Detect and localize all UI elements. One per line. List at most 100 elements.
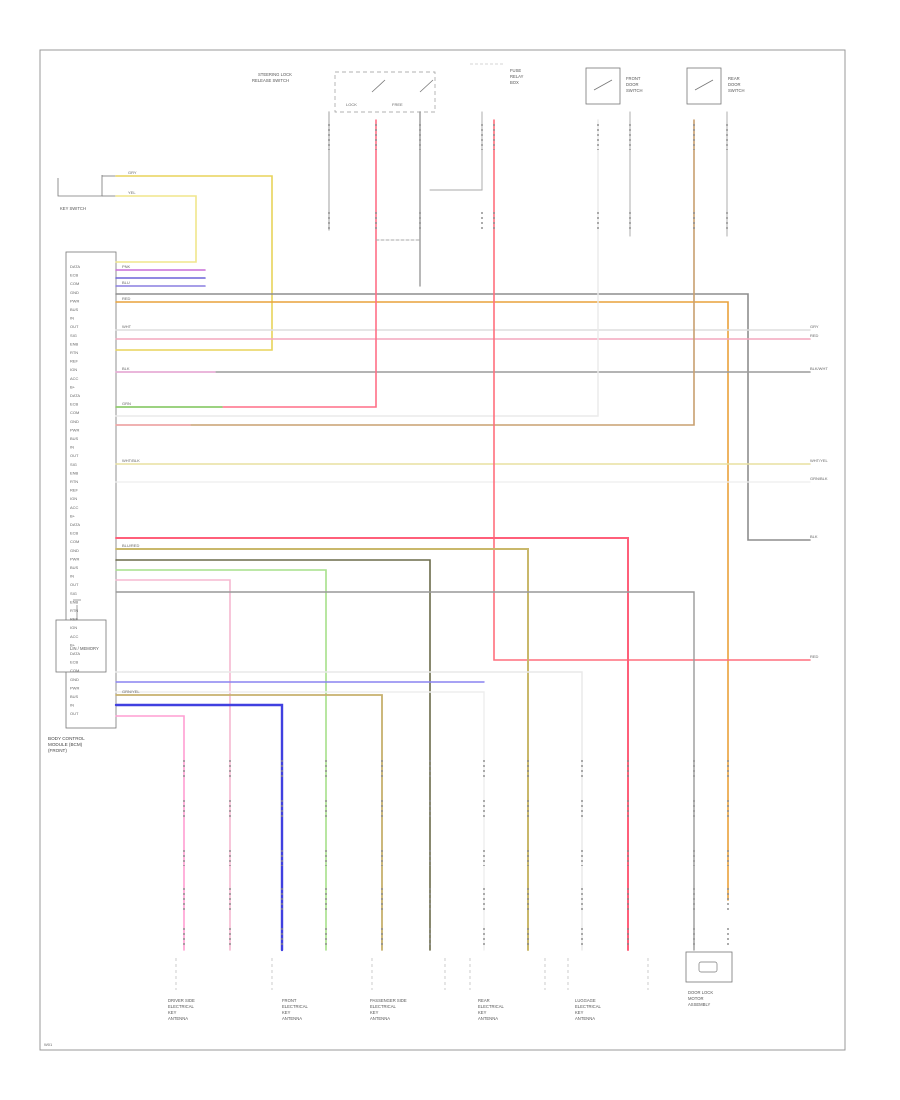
- key-switch: KEY SWITCH: [57, 175, 116, 211]
- wire-green-front: [115, 569, 327, 951]
- front-door-switch: FRONT DOOR SWITCH: [585, 67, 643, 105]
- right-label-7: RED: [810, 654, 819, 659]
- door-lock-motor-box: [685, 951, 733, 983]
- door-lock-motor-label-3: ASSEMBLY: [688, 1002, 710, 1007]
- module-pin-label: GND: [70, 548, 79, 553]
- steering-lock-sub-1: LOCK: [346, 102, 357, 107]
- driver-side-antenna: DRIVER SIDE ELECTRICAL KEY ANTENNA: [168, 958, 195, 1021]
- module-sub-box-label: LIN / MEMORY: [70, 646, 99, 651]
- module-pin-label: DATA: [70, 651, 80, 656]
- wire-label-wht: WHT: [122, 324, 132, 329]
- rear-door-switch: REAR DOOR SWITCH: [686, 67, 745, 105]
- door-lock-motor-label-2: MOTOR: [688, 996, 704, 1001]
- right-label-4: WHT/YEL: [810, 458, 829, 463]
- passenger-side-label-4: ANTENNA: [370, 1016, 390, 1021]
- module-pin-label: RTN: [70, 350, 78, 355]
- wire-gray-door: [115, 591, 695, 951]
- wire-white-rear: [115, 691, 485, 951]
- module-pin-label: ACC: [70, 634, 79, 639]
- module-pin-label: DATA: [70, 264, 80, 269]
- module-pin-label: BUS: [70, 694, 79, 699]
- door-lock-motor: DOOR LOCK MOTOR ASSEMBLY: [685, 951, 733, 1007]
- module-title-2: MODULE (BCM): [48, 742, 83, 747]
- right-label-2: RED: [810, 333, 819, 338]
- module-pin-label: GND: [70, 419, 79, 424]
- module-pin-label: RTN: [70, 479, 78, 484]
- module-pin-label: COM: [70, 410, 79, 415]
- front-door-switch-label-3: SWITCH: [626, 88, 643, 93]
- luggage-antenna-label-4: ANTENNA: [575, 1016, 595, 1021]
- passenger-side-label-1: PASSENGER SIDE: [370, 998, 407, 1003]
- module-pin-label: ECB: [70, 273, 79, 278]
- module-pin-label: BUS: [70, 436, 79, 441]
- module-pin-label: IGN: [70, 625, 77, 630]
- module-pin-label: ECB: [70, 402, 79, 407]
- module-pin-label: PWR: [70, 298, 79, 303]
- page-code: W01: [44, 1042, 53, 1047]
- module-pin-labels: DATA ECB COM GND PWR BUS IN OUT SIG ENB RTN REF IGN A…: [70, 264, 80, 716]
- fuse-label-3: BOX: [510, 80, 519, 85]
- module-pin-label: COM: [70, 668, 79, 673]
- connector-markers: [183, 124, 729, 948]
- front-antenna-label-4: ANTENNA: [282, 1016, 302, 1021]
- module-pin-label: PWR: [70, 685, 79, 690]
- module-pin-label: ENB: [70, 599, 79, 604]
- wire-label-wht-blk: WHT/BLK: [122, 458, 140, 463]
- wire-red-steering: [115, 119, 377, 408]
- right-edge-labels: GRY RED BLK/WHT WHT/YEL GRN/BLK BLK RED: [810, 324, 829, 659]
- front-antenna-label-1: FRONT: [282, 998, 297, 1003]
- wire-red-fuse: [493, 119, 811, 661]
- module-pin-label: IN: [70, 703, 74, 708]
- body-control-module: LIN / MEMORY BODY CONTROL MODULE (BCM) (…: [48, 251, 117, 753]
- module-pin-label: IN: [70, 445, 74, 450]
- module-pin-label: OUT: [70, 324, 79, 329]
- key-switch-label: KEY SWITCH: [60, 206, 86, 211]
- wire-pink-driver-2: [115, 715, 185, 951]
- fuse-relay-box: FUSE RELAY BOX: [470, 63, 524, 85]
- wire-label-blu-red: BLU/RED: [122, 543, 139, 548]
- front-door-switch-label-1: FRONT: [626, 76, 641, 81]
- rear-door-switch-label-2: DOOR: [728, 82, 741, 87]
- luggage-antenna-label-2: ELECTRICAL: [575, 1004, 602, 1009]
- passenger-side-antenna: PASSENGER SIDE ELECTRICAL KEY ANTENNA: [370, 958, 446, 1021]
- module-pin-label: ECB: [70, 531, 79, 536]
- door-lock-motor-label-1: DOOR LOCK: [688, 990, 713, 995]
- module-pin-label: IGN: [70, 496, 77, 501]
- module-pin-label: IN: [70, 316, 74, 321]
- module-pin-label: RTN: [70, 608, 78, 613]
- wire-blue-front: [114, 703, 284, 952]
- module-pin-label: COM: [70, 281, 79, 286]
- wire-gray-main: [115, 293, 811, 541]
- module-pin-label: B+: [70, 384, 76, 389]
- diagram-frame: [39, 49, 846, 1051]
- wire-color-labels: GRY YEL PNK BLU RED WHT BLK GRN WHT/BLK …: [122, 170, 140, 694]
- front-antenna-label-2: ELECTRICAL: [282, 1004, 309, 1009]
- module-pin-label: OUT: [70, 582, 79, 587]
- wire-tan-passenger: [115, 694, 383, 951]
- wire-dark-olive: [115, 559, 431, 951]
- front-door-switch-box: [585, 67, 621, 105]
- fuse-label-1: FUSE: [510, 68, 521, 73]
- wire-red-luggage: [115, 537, 629, 951]
- fuse-label-2: RELAY: [510, 74, 524, 79]
- wire-label-grn: GRN: [122, 401, 131, 406]
- wire-tan-door: [115, 119, 695, 426]
- driver-side-label-2: ELECTRICAL: [168, 1004, 195, 1009]
- steering-lock-sub-2: FREE: [392, 102, 403, 107]
- passenger-side-label-3: KEY: [370, 1010, 379, 1015]
- luggage-antenna-label-1: LUGGAGE: [575, 998, 596, 1003]
- wire-key-yellow: [115, 175, 273, 351]
- rear-door-switch-label-1: REAR: [728, 76, 740, 81]
- wire-label-red: RED: [122, 296, 131, 301]
- module-pin-label: SIG: [70, 591, 77, 596]
- wire-label-pnk: PNK: [122, 264, 131, 269]
- wire-label-grn-yel: GRN/YEL: [122, 689, 140, 694]
- rear-antenna-label-2: ELECTRICAL: [478, 1004, 505, 1009]
- module-pin-label: DATA: [70, 393, 80, 398]
- module-pin-label: REF: [70, 488, 79, 493]
- bottom-antennas: DRIVER SIDE ELECTRICAL KEY ANTENNA FRONT…: [168, 951, 733, 1021]
- rear-door-switch-label-3: SWITCH: [728, 88, 745, 93]
- right-label-5: GRN/BLK: [810, 476, 828, 481]
- wire-pink-driver: [115, 579, 231, 951]
- module-pin-label: PWR: [70, 556, 79, 561]
